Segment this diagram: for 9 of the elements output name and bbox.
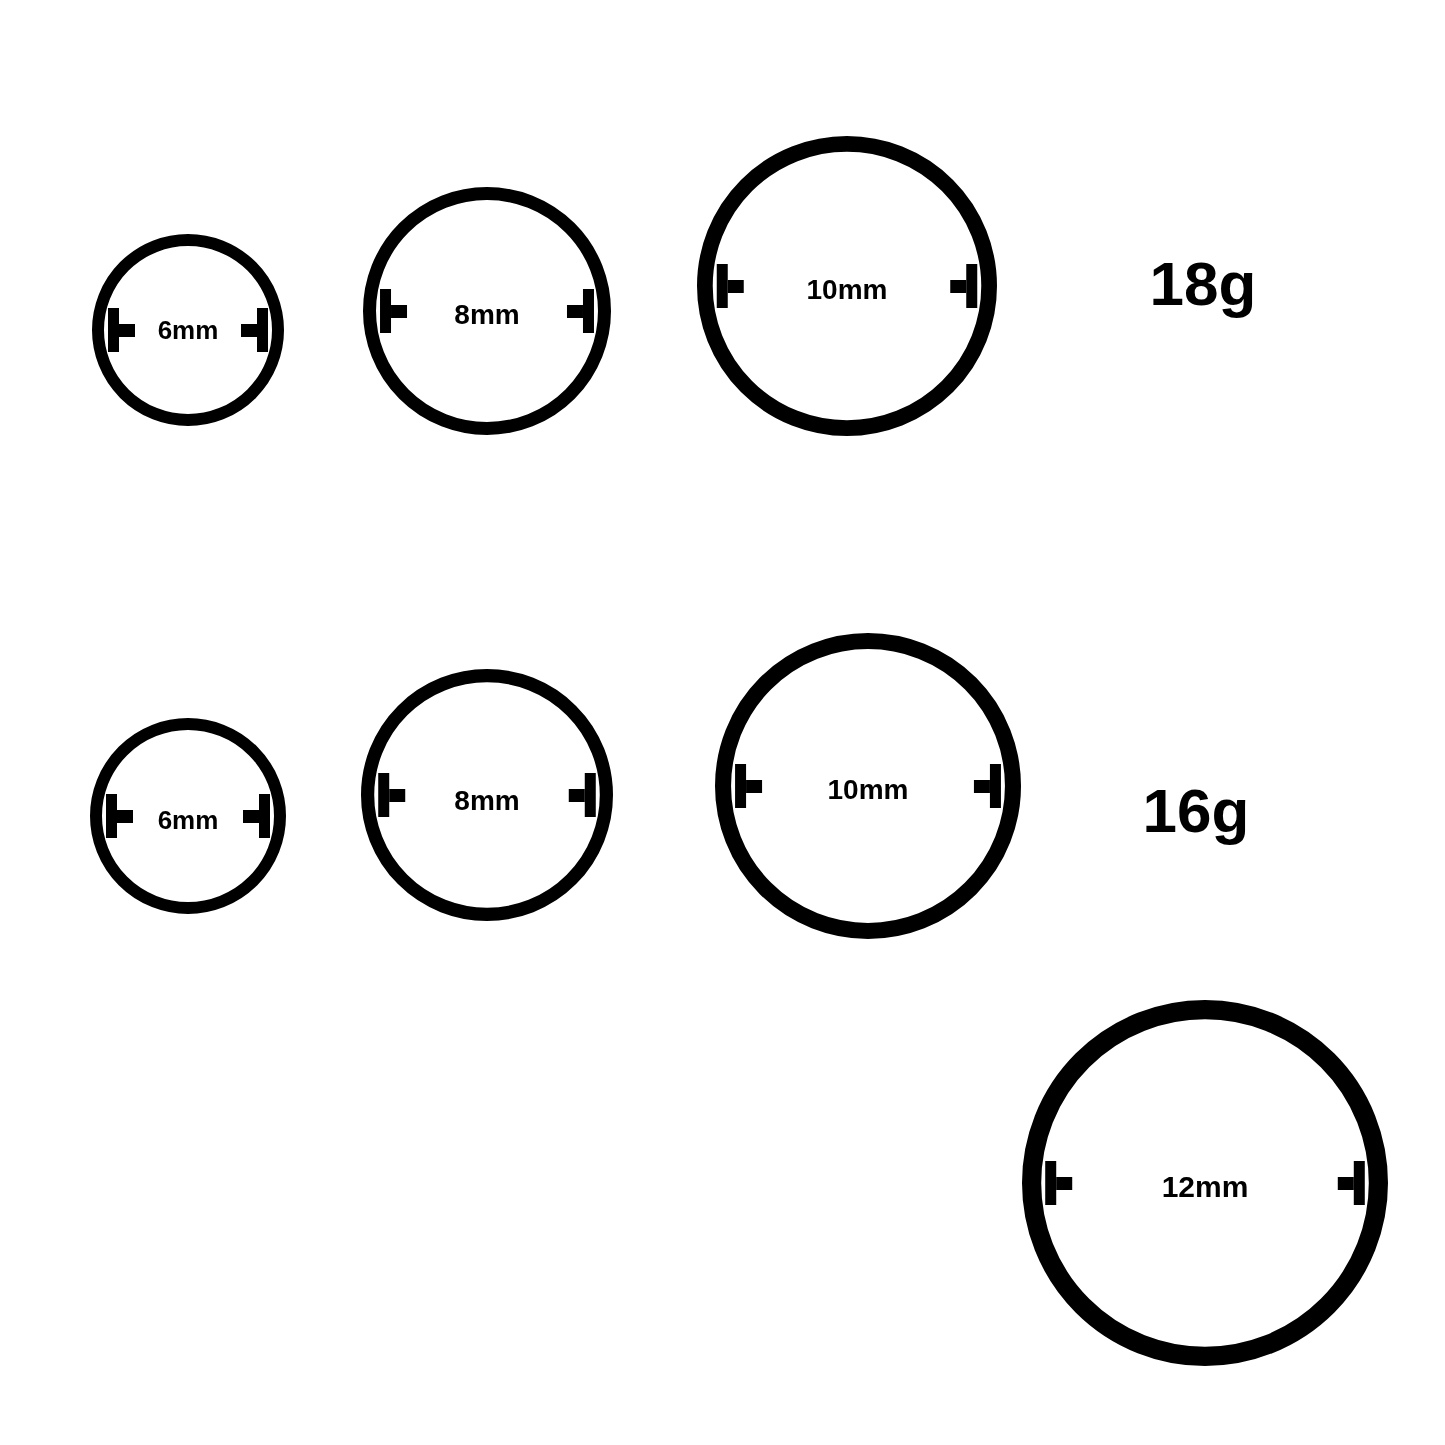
size-label: 8mm <box>454 299 520 331</box>
size-label: 12mm <box>1161 1170 1249 1204</box>
size-label: 8mm <box>454 785 520 817</box>
gauge-label: 18g <box>1149 247 1257 319</box>
gauge-label: 16g <box>1142 774 1250 846</box>
size-label: 6mm <box>157 804 219 836</box>
size-label: 10mm <box>827 774 909 806</box>
size-label: 10mm <box>806 274 888 306</box>
size-label: 6mm <box>157 314 219 346</box>
